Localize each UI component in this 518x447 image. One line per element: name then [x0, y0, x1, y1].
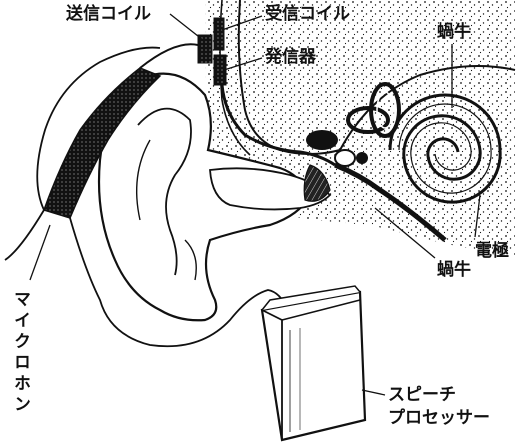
label-receiver-coil: 受信コイル [265, 6, 350, 23]
label-speech-processor-line2: プロセッサー [388, 407, 490, 430]
label-speech-processor-line1: スピーチ [388, 384, 490, 407]
speech-processor-box [262, 286, 365, 440]
label-transmitter-coil: 送信コイル [66, 6, 151, 23]
label-microphone: マイクロホン [11, 290, 28, 416]
label-cochlea-bottom: 蝸牛 [437, 262, 471, 279]
leader-speech-processor [362, 390, 385, 395]
label-cochlea-top: 蝸牛 [437, 24, 471, 41]
leader-microphone [30, 225, 50, 280]
label-electrode: 電極 [475, 243, 509, 260]
transmitter-coil-device [198, 35, 212, 63]
label-stimulator: 発信器 [265, 49, 316, 66]
leader-transmitter-coil [170, 14, 203, 40]
label-speech-processor: スピーチ プロセッサー [388, 384, 490, 430]
